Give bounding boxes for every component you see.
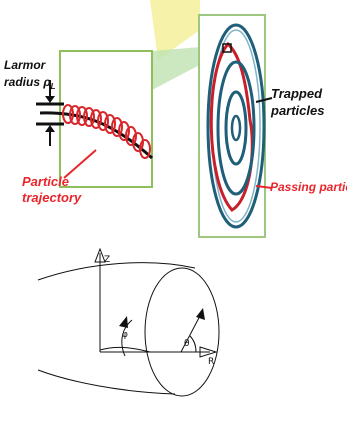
- phi-arc: [121, 319, 133, 357]
- theta-radius: [180, 311, 203, 353]
- passing-particles-label: Passing particles: [270, 180, 347, 194]
- passing-pointer: [255, 185, 273, 189]
- radius-arrowhead: [196, 308, 205, 320]
- torus-inner-top: [99, 346, 151, 353]
- larmor-subscript: L: [51, 82, 56, 91]
- outer-passing-orbit: [206, 23, 266, 229]
- middle-orbit: [216, 60, 256, 196]
- torus-geometry: [37, 253, 220, 397]
- trajectory-pointer: [63, 149, 97, 179]
- particle-trajectory-line2: trajectory: [22, 190, 82, 205]
- particle-helix: [62, 104, 151, 159]
- torus-outer-bottom: [37, 369, 176, 395]
- theta-arc: [189, 335, 197, 353]
- angle-phi-label: φ: [122, 330, 128, 340]
- phi-arrowhead: [119, 316, 128, 328]
- torus-outer-top: [37, 262, 196, 281]
- trapped-particles-line2: particles: [270, 103, 324, 118]
- zoom-marker-square: [222, 43, 232, 53]
- axis-z-label: Z: [104, 255, 110, 265]
- orbit-curves: [206, 23, 266, 229]
- z-arrowhead: [94, 247, 106, 263]
- poloidal-cross-section: [144, 267, 220, 397]
- particle-trajectory-line1: Particle: [22, 174, 69, 189]
- trapped-pointer: [255, 97, 273, 103]
- axis-r-label: R: [208, 357, 214, 367]
- inner-orbit: [224, 90, 248, 166]
- larmor-arrowhead-up: [45, 125, 55, 132]
- larmor-label-line2: radius ρL: [4, 75, 56, 91]
- angle-theta-label: θ: [184, 339, 190, 349]
- trapped-banana-orbit: [209, 41, 254, 212]
- core-orbit: [230, 114, 242, 142]
- yellow-projection-fan: [150, 0, 200, 60]
- r-arrowhead: [199, 346, 218, 358]
- larmor-arrowhead-down: [45, 96, 55, 103]
- trapped-particles-line1: Trapped: [271, 86, 323, 101]
- larmor-label-line1: Larmor: [4, 58, 47, 72]
- guiding-center-line: [39, 111, 154, 160]
